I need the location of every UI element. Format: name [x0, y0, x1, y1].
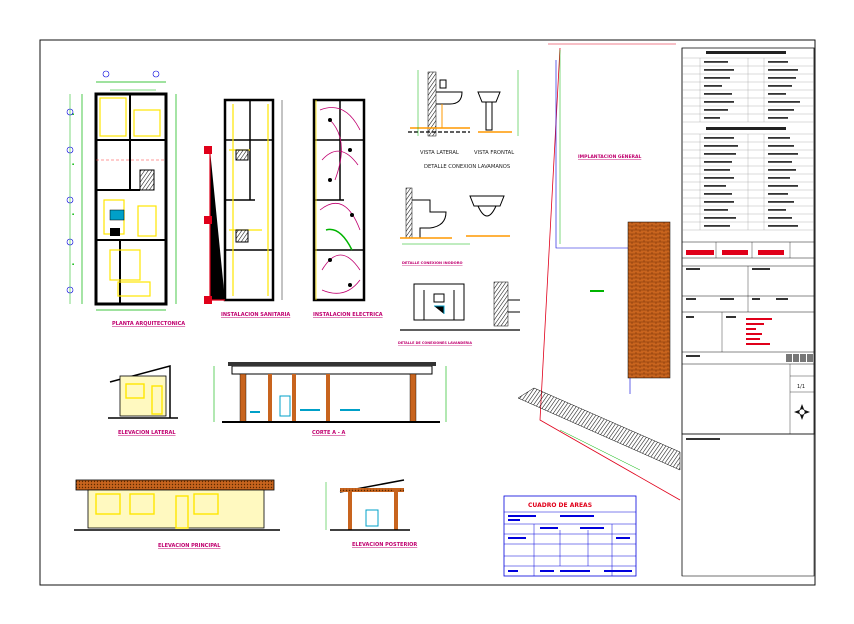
cuadro-de-areas: CUADRO DE AREAS: [503, 495, 637, 577]
svg-text:INSTALACION SANITARIA: INSTALACION SANITARIA: [221, 312, 290, 318]
svg-text:CORTE A - A: CORTE A - A: [312, 430, 346, 436]
scale-label: 1/1: [797, 384, 805, 390]
svg-text:INSTALACION ELECTRICA: INSTALACION ELECTRICA: [313, 312, 383, 318]
detail-lavamanos: VISTA LATERAL VISTA FRONTAL DETALLE CONE…: [408, 70, 519, 170]
elevation-principal: ELEVACION PRINCIPAL: [74, 479, 280, 549]
svg-text:IMPLANTACION GENERAL: IMPLANTACION GENERAL: [578, 154, 641, 160]
title-block: 1/1: [681, 47, 815, 577]
floor-plan-sanitary: INSTALACION SANITARIA: [204, 98, 290, 318]
vista-frontal-label: VISTA FRONTAL: [474, 150, 514, 156]
detail-caption: DETALLE CONEXION LAVAMANOS: [424, 164, 510, 170]
floor-plan-architectural: ▪ ▪ ▪ ▪ PLANTA ARQUITECTONICA: [66, 70, 185, 327]
detail-inodoro: DETALLE CONEXION INODORO: [400, 187, 510, 265]
svg-text:DETALLE DE CONEXIONES LAVANDER: DETALLE DE CONEXIONES LAVANDERIA: [398, 341, 472, 345]
svg-text:PLANTA ARQUITECTONICA: PLANTA ARQUITECTONICA: [112, 321, 185, 327]
site-plan: IMPLANTACION GENERAL: [517, 43, 681, 501]
detail-section: DETALLE DE CONEXIONES LAVANDERIA: [398, 281, 520, 345]
svg-text:▪: ▪: [72, 162, 74, 166]
svg-text:ELEVACION PRINCIPAL: ELEVACION PRINCIPAL: [158, 543, 221, 549]
svg-text:ELEVACION POSTERIOR: ELEVACION POSTERIOR: [352, 542, 417, 548]
elevation-posterior: ELEVACION POSTERIOR: [325, 479, 417, 548]
svg-text:▪: ▪: [72, 112, 74, 116]
svg-text:ELEVACION LATERAL: ELEVACION LATERAL: [118, 430, 176, 436]
svg-text:CUADRO DE AREAS: CUADRO DE AREAS: [528, 502, 592, 509]
elevation-lateral: ELEVACION LATERAL: [108, 365, 178, 436]
vista-lateral-label: VISTA LATERAL: [420, 150, 459, 156]
svg-text:▪: ▪: [72, 262, 74, 266]
section-a-a: CORTE A - A: [213, 362, 447, 436]
north-arrow-icon: [794, 404, 810, 420]
floor-plan-electrical: INSTALACION ELECTRICA: [312, 98, 383, 318]
svg-text:DETALLE CONEXION INODORO: DETALLE CONEXION INODORO: [402, 261, 463, 265]
title-logo: [786, 354, 813, 362]
svg-text:▪: ▪: [72, 212, 74, 216]
sheet-border: [39, 39, 816, 586]
